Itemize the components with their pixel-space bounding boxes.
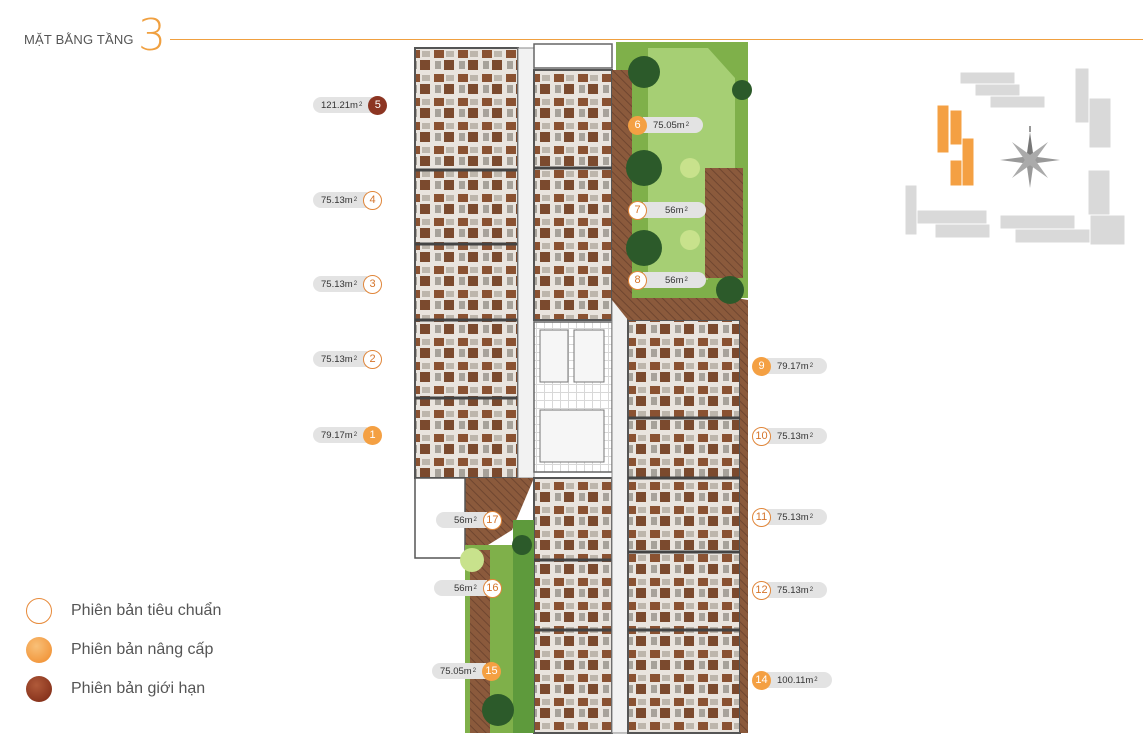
upgraded-swatch-icon	[26, 637, 52, 663]
legend-label: Phiên bản tiêu chuẩn	[71, 602, 222, 619]
unit-number-badge: 11	[752, 507, 771, 527]
legend-label: Phiên bản giới hạn	[71, 680, 206, 697]
legend-label: Phiên bản nâng cấp	[71, 641, 214, 658]
page-title: MẶT BẰNG TẦNG	[24, 32, 134, 47]
unit-number-badge: 16	[482, 578, 502, 598]
header-divider	[170, 39, 1143, 40]
unit-number-badge: 15	[482, 661, 502, 681]
unit-number-badge: 9	[752, 356, 771, 376]
unit-number-badge: 7	[628, 200, 647, 220]
unit-number-badge: 4	[363, 190, 383, 210]
standard-swatch-icon	[26, 598, 52, 624]
unit-number-badge: 17	[482, 510, 502, 530]
floor-number: 3	[138, 10, 166, 61]
legend: Phiên bản tiêu chuẩn Phiên bản nâng cấp …	[26, 598, 266, 715]
unit-number-badge: 8	[628, 270, 647, 290]
page-header: MẶT BẰNG TẦNG 3	[24, 10, 1143, 66]
legend-item-limited: Phiên bản giới hạn	[26, 676, 266, 702]
unit-number-badge: 6	[628, 115, 647, 135]
unit-number-badge: 12	[752, 580, 771, 600]
limited-swatch-icon	[26, 676, 52, 702]
legend-item-standard: Phiên bản tiêu chuẩn	[26, 598, 266, 624]
unit-number-badge: 3	[363, 274, 383, 294]
legend-item-upgraded: Phiên bản nâng cấp	[26, 637, 266, 663]
unit-number-badge: 2	[363, 349, 383, 369]
unit-number-badge: 14	[752, 670, 771, 690]
unit-number-badge: 5	[368, 95, 388, 115]
unit-number-badge: 10	[752, 426, 771, 446]
unit-number-badge: 1	[363, 425, 383, 445]
